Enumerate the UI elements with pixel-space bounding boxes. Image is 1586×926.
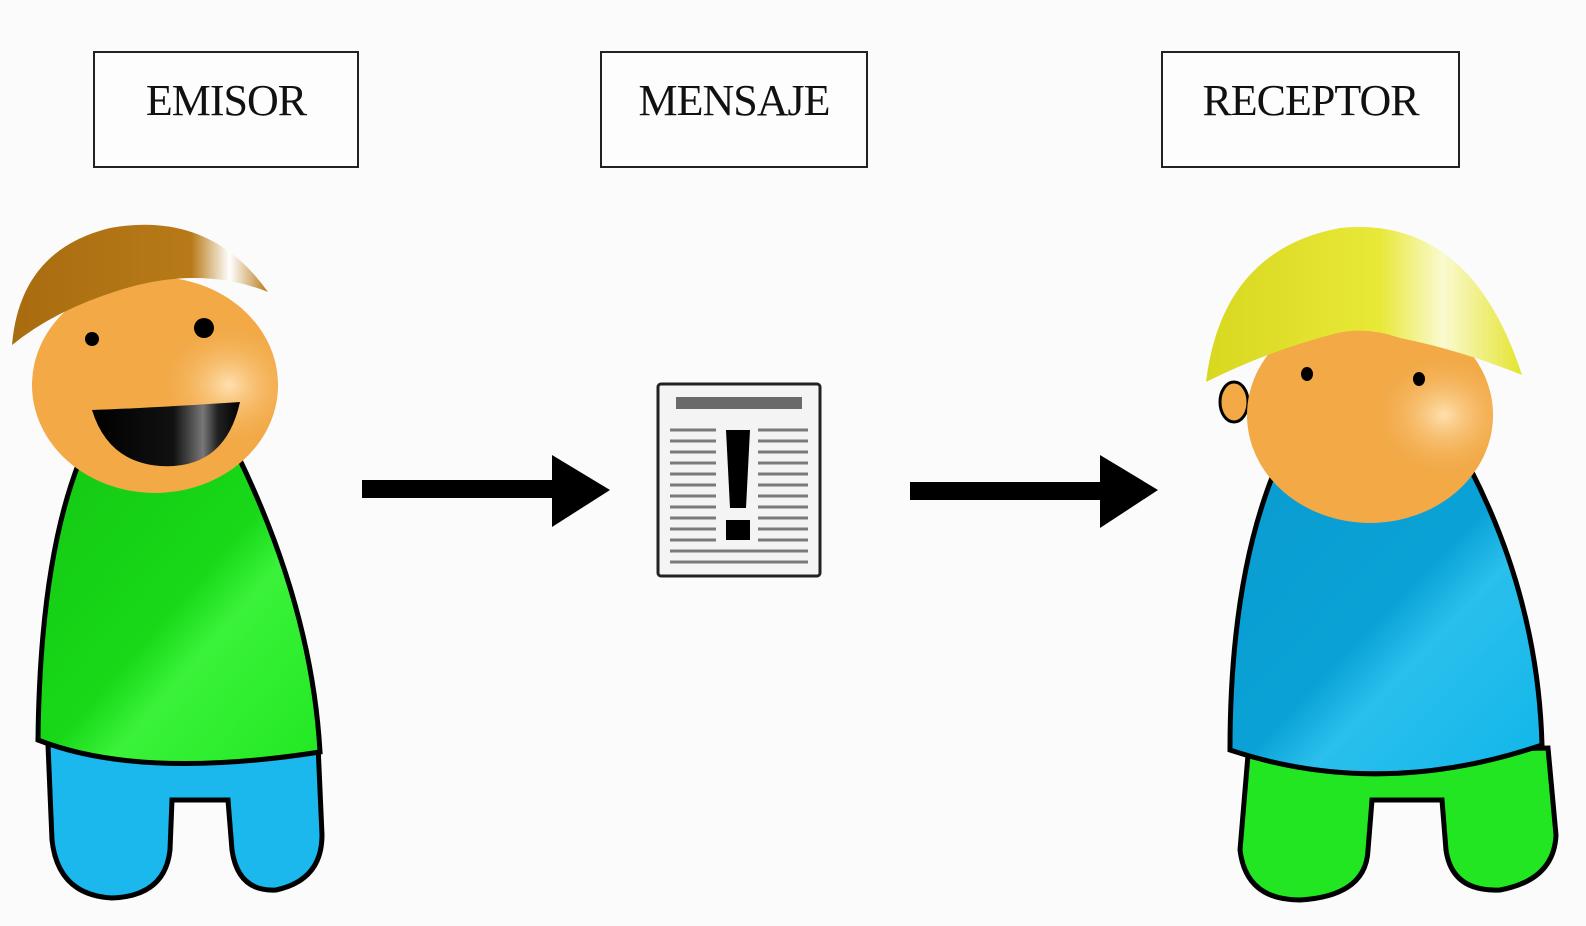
message-label-box: MENSAJE — [600, 51, 868, 168]
sender-label-box: EMISOR — [93, 51, 359, 168]
arrow-right-icon — [910, 455, 1158, 528]
receiver-label-box: RECEPTOR — [1161, 51, 1460, 168]
receiver-hair — [1206, 227, 1522, 382]
sender-hair — [12, 224, 268, 345]
arrow-right-icon — [362, 455, 610, 527]
message-label: MENSAJE — [638, 76, 830, 125]
sender-figure — [12, 224, 325, 901]
sender-eye-right — [194, 318, 214, 338]
receiver-pants — [1237, 745, 1559, 903]
receiver-figure — [1206, 227, 1559, 903]
receiver-eye-left — [1301, 367, 1313, 381]
sender-label: EMISOR — [145, 76, 307, 125]
receiver-label: RECEPTOR — [1202, 76, 1419, 125]
sender-eye-left — [85, 332, 99, 346]
sender-pants — [45, 742, 325, 901]
document-exclamation-icon — [656, 382, 822, 578]
sender-mouth — [92, 402, 240, 467]
receiver-eye-right — [1413, 372, 1425, 386]
